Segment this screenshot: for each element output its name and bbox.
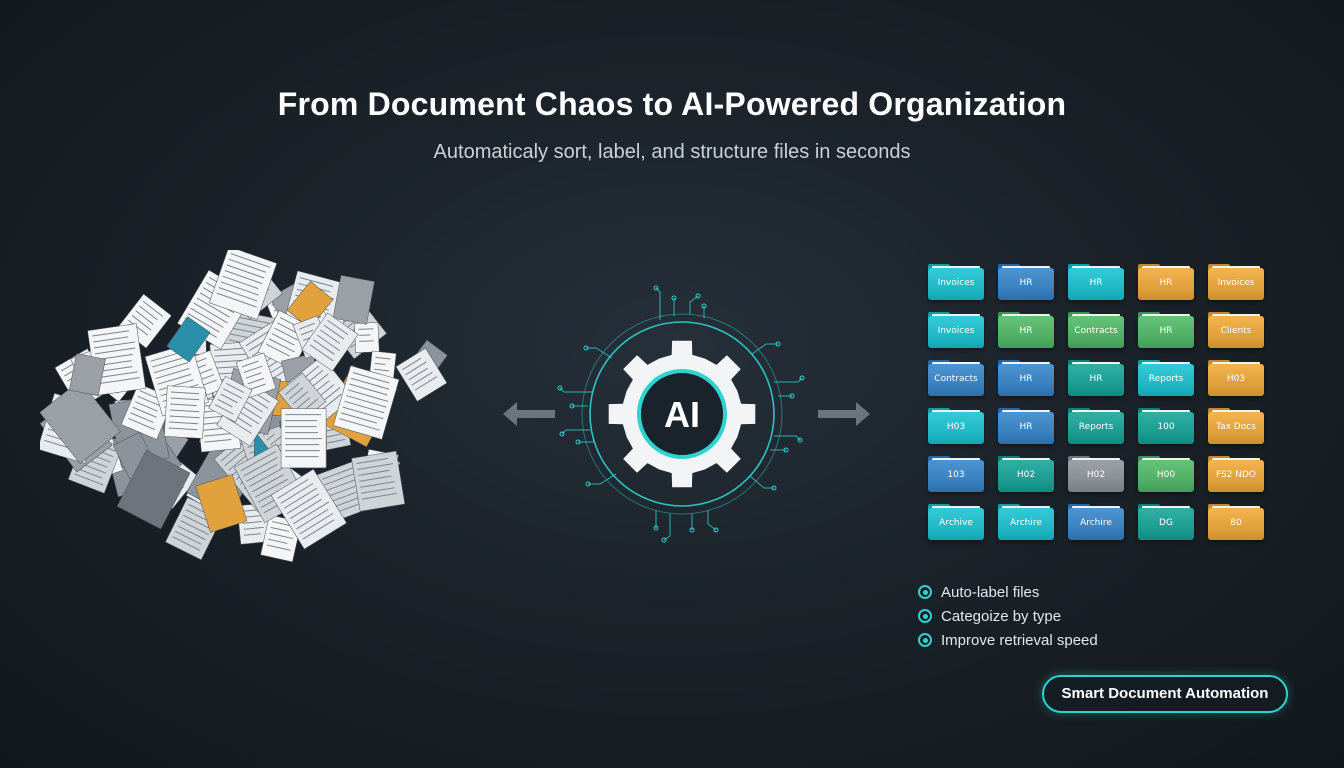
arrow-right-icon: [818, 402, 870, 426]
folder-label: H02: [1016, 470, 1036, 480]
ai-label: AI: [664, 394, 700, 435]
folder-label: Clients: [1220, 326, 1252, 336]
feature-item: Improve retrieval speed: [918, 628, 1098, 652]
folder-item[interactable]: Archire: [1068, 504, 1124, 540]
bullet-icon: [918, 609, 932, 623]
folder-item[interactable]: Invoices: [928, 264, 984, 300]
folder-item[interactable]: H03: [1208, 360, 1264, 396]
folder-label: 80: [1230, 518, 1242, 528]
folder-label: HR: [1019, 278, 1033, 288]
folder-item[interactable]: H02: [1068, 456, 1124, 492]
folder-label: HR: [1159, 278, 1173, 288]
document-chaos-pile: [40, 250, 448, 563]
folder-item[interactable]: Clients: [1208, 312, 1264, 348]
folder-label: Contracts: [1074, 326, 1118, 336]
arrow-left-icon: [503, 402, 555, 426]
folder-label: DG: [1159, 518, 1173, 528]
folder-item[interactable]: 103: [928, 456, 984, 492]
folder-label: HR: [1019, 326, 1033, 336]
folder-item[interactable]: Archive: [928, 504, 984, 540]
folder-item[interactable]: FS2 NDO: [1208, 456, 1264, 492]
folder-label: H02: [1086, 470, 1106, 480]
feature-text: Improve retrieval speed: [941, 631, 1098, 649]
ai-gear-hub: AI: [557, 285, 805, 543]
folder-label: 100: [1157, 422, 1175, 432]
smart-document-automation-button[interactable]: Smart Document Automation: [1042, 675, 1288, 713]
folder-item[interactable]: HR: [1138, 264, 1194, 300]
folder-label: FS2 NDO: [1215, 470, 1257, 480]
folder-label: HR: [1019, 422, 1033, 432]
folder-label: H03: [946, 422, 966, 432]
folder-item[interactable]: Reports: [1068, 408, 1124, 444]
folder-label: Reports: [1078, 422, 1114, 432]
folder-item[interactable]: Archire: [998, 504, 1054, 540]
folder-label: Archive: [939, 518, 973, 528]
folder-label: Archire: [1010, 518, 1042, 528]
page-title: From Document Chaos to AI-Powered Organi…: [277, 86, 1067, 122]
folder-item[interactable]: HR: [1068, 264, 1124, 300]
folder-label: HR: [1159, 326, 1173, 336]
folder-label: Archire: [1080, 518, 1112, 528]
folder-item[interactable]: Contracts: [1068, 312, 1124, 348]
folder-label: H00: [1156, 470, 1176, 480]
folder-label: Tax Docs: [1216, 422, 1256, 432]
circuit-lines: [557, 285, 805, 543]
folder-item[interactable]: HR: [998, 408, 1054, 444]
feature-list: Auto-label files Categoize by type Impro…: [918, 580, 1098, 652]
feature-item: Categoize by type: [918, 604, 1098, 628]
folder-item[interactable]: Contracts: [928, 360, 984, 396]
folder-label: Invoices: [1217, 278, 1255, 288]
folder-item[interactable]: Invoices: [1208, 264, 1264, 300]
feature-item: Auto-label files: [918, 580, 1098, 604]
folder-item[interactable]: Tax Docs: [1208, 408, 1264, 444]
feature-text: Categoize by type: [941, 607, 1062, 625]
folder-item[interactable]: H02: [998, 456, 1054, 492]
folder-item[interactable]: HR: [1068, 360, 1124, 396]
folder-item[interactable]: HR: [1138, 312, 1194, 348]
folder-item[interactable]: H03: [928, 408, 984, 444]
folder-label: HR: [1089, 374, 1103, 384]
folder-item[interactable]: H00: [1138, 456, 1194, 492]
folder-item[interactable]: HR: [998, 360, 1054, 396]
bullet-icon: [918, 585, 932, 599]
folder-label: HR: [1019, 374, 1033, 384]
folder-label: Invoices: [937, 278, 975, 288]
folder-item[interactable]: HR: [998, 312, 1054, 348]
page-subtitle: Automaticaly sort, label, and structure …: [433, 141, 911, 163]
folder-item[interactable]: 80: [1208, 504, 1264, 540]
folder-item[interactable]: Invoices: [928, 312, 984, 348]
folder-label: Reports: [1148, 374, 1184, 384]
folder-item[interactable]: DG: [1138, 504, 1194, 540]
folder-item[interactable]: 100: [1138, 408, 1194, 444]
bullet-icon: [918, 633, 932, 647]
folder-label: H03: [1226, 374, 1246, 384]
feature-text: Auto-label files: [941, 583, 1040, 601]
folder-item[interactable]: Reports: [1138, 360, 1194, 396]
folder-label: 103: [947, 470, 965, 480]
folder-label: Contracts: [934, 374, 978, 384]
folder-item[interactable]: HR: [998, 264, 1054, 300]
folder-label: Invoices: [937, 326, 975, 336]
folder-label: HR: [1089, 278, 1103, 288]
